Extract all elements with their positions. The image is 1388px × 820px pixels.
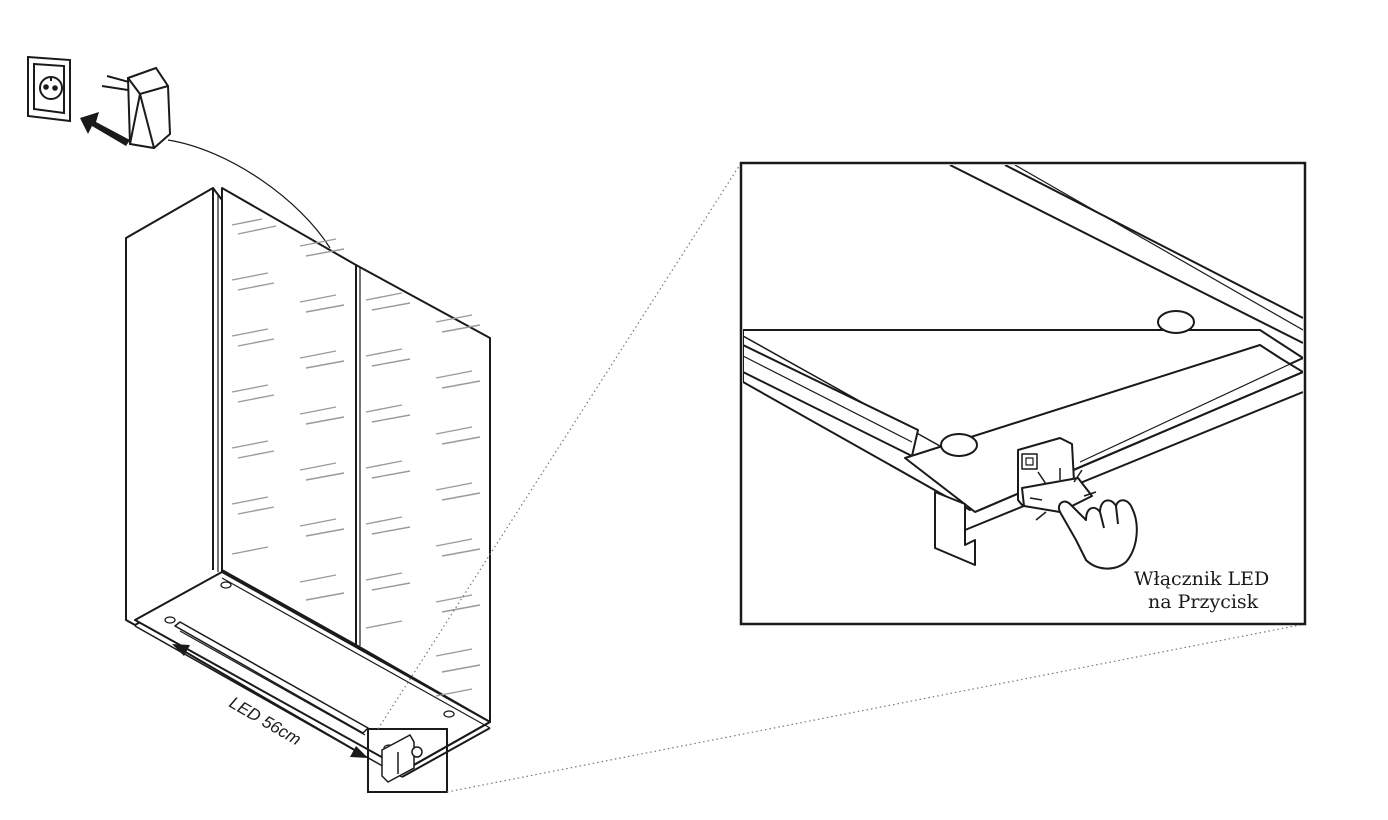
- switch-label-line1: Włącznik LED: [1134, 568, 1269, 590]
- switch-label-line2: na Przycisk: [1148, 591, 1259, 613]
- mirror-door-right: [355, 264, 491, 723]
- power-adapter-icon: [101, 66, 172, 150]
- switch-detail-panel: Włącznik LED na Przycisk: [739, 161, 1307, 626]
- mirror-reflection-lines: [231, 218, 481, 697]
- press-indicator-lines: [1029, 468, 1097, 521]
- pressing-hand-icon: [1058, 499, 1138, 570]
- mirror-cabinet: [125, 187, 491, 778]
- plug-in-arrow-icon: [80, 112, 130, 146]
- detail-marker-box: [367, 728, 448, 793]
- led-switch-housing: [934, 437, 1093, 566]
- led-push-button: [1021, 477, 1093, 513]
- led-length-dimension: [172, 644, 368, 758]
- zoom-leader-lines: [377, 162, 1306, 793]
- mirror-door-left: [221, 187, 357, 646]
- power-cable: [167, 139, 331, 249]
- cabinet-side-panel: [125, 187, 223, 626]
- wall-socket-icon: [27, 55, 71, 123]
